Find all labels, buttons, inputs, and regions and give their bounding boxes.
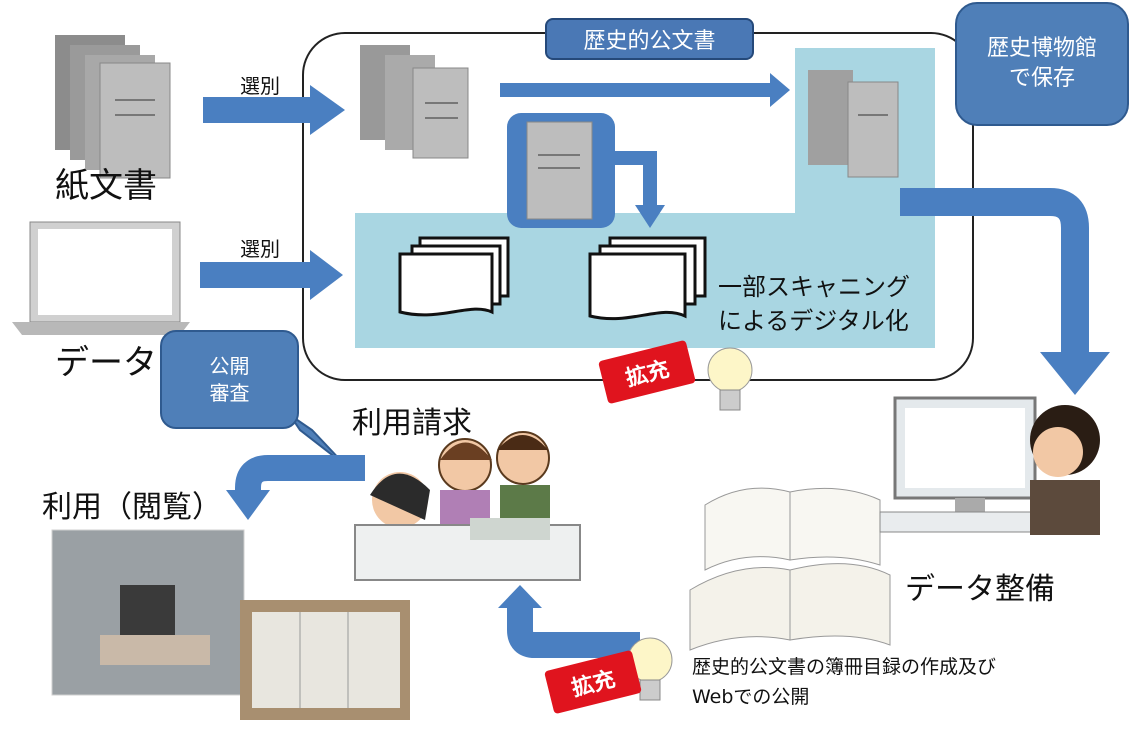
to-maintenance-arrow (900, 188, 1089, 355)
public-review-callout: 公開 審査 (160, 330, 299, 429)
public-review-line1: 公開 (209, 353, 250, 378)
lightbulb-icon-top (707, 347, 753, 411)
catalog-note: 歴史的公文書の簿冊目録の作成及び Webでの公開 (692, 652, 996, 712)
people-illustration (354, 431, 581, 581)
usage-view-label: 利用（閲覧） (42, 490, 222, 525)
usage-request-label: 利用請求 (352, 406, 472, 441)
catalog-note-line1: 歴史的公文書の簿冊目録の作成及び (692, 656, 997, 678)
laptop-icon (12, 221, 190, 335)
public-review-line2: 審査 (209, 380, 250, 405)
scanning-note-line2: によるデジタル化 (718, 307, 909, 335)
catalog-up-arrow (507, 605, 640, 658)
historic-docs-tag: 歴史的公文書 (545, 18, 754, 60)
scanning-note: 一部スキャニング によるデジタル化 (718, 270, 910, 338)
to-usage-arrow (235, 455, 365, 495)
data-maintenance-label: データ整備 (905, 572, 1055, 607)
museum-callout-line2: で保存 (1008, 66, 1075, 91)
select-arrow-top (203, 85, 345, 135)
select-arrow-bottom (200, 250, 343, 300)
museum-callout: 歴史博物館 で保存 (955, 2, 1129, 126)
paper-docs-label: 紙文書 (55, 166, 157, 206)
museum-callout-line1: 歴史博物館 (986, 36, 1097, 62)
catalog-note-line2: Webでの公開 (692, 686, 810, 708)
museum-docs-icon (808, 70, 899, 178)
select-label-bottom: 選別 (240, 237, 280, 261)
to-museum-arrow (500, 73, 790, 107)
data-label: データ (55, 343, 157, 383)
select-label-top: 選別 (240, 74, 280, 98)
digital-docs-icon-1 (398, 236, 510, 317)
scanning-note-line1: 一部スキャニング (718, 273, 910, 301)
digital-docs-icon-2 (588, 236, 707, 321)
computer-worker-illustration (879, 396, 1100, 535)
selected-docs-icon (360, 45, 469, 159)
open-book-illustration (689, 487, 891, 651)
paper-docs-icon (55, 35, 171, 179)
